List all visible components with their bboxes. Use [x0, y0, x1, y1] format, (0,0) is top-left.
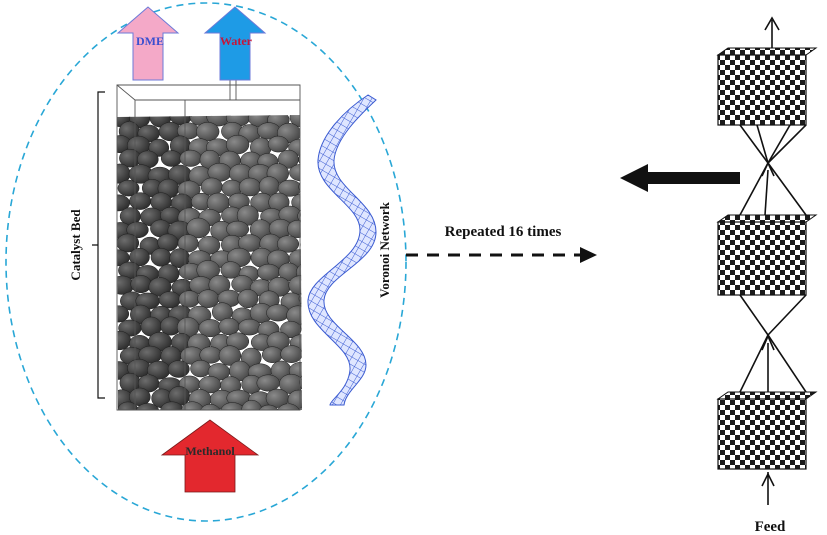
catalyst-particle	[117, 401, 139, 410]
catalyst-particle	[300, 123, 302, 143]
dme-label: DME	[136, 34, 164, 48]
catalyst-particle	[237, 289, 259, 309]
catalyst-particle	[220, 402, 245, 410]
catalyst-particle	[117, 179, 140, 197]
catalyst-particle	[261, 346, 283, 363]
methanol-inlet-arrow	[160, 419, 260, 493]
catalyst-particle	[117, 330, 132, 351]
catalyst-particle	[129, 247, 150, 267]
catalyst-particle	[298, 149, 302, 170]
catalyst-particle	[298, 178, 302, 196]
catalyst-particle	[190, 359, 211, 378]
catalyst-particle	[276, 235, 300, 253]
catalyst-particle	[276, 403, 301, 410]
catalyst-particles	[117, 115, 302, 410]
catalyst-bed-bracket	[92, 91, 105, 399]
catalyst-particle	[267, 135, 289, 153]
water-outlet-arrow	[203, 6, 267, 81]
catalyst-particle	[199, 403, 221, 410]
catalyst-particle	[126, 221, 149, 239]
catalyst-particle	[258, 404, 280, 410]
catalyst-particle	[135, 403, 160, 410]
repeat-label: Repeated 16 times	[445, 224, 562, 240]
catalyst-particle	[300, 317, 302, 335]
catalyst-particle	[169, 115, 193, 126]
catalyst-particle	[298, 289, 302, 308]
domain-ellipse	[5, 2, 407, 522]
catalyst-particle	[297, 207, 302, 225]
catalyst-particle	[218, 345, 242, 366]
catalyst-particle	[301, 348, 302, 366]
catalyst-particle	[180, 401, 205, 410]
voronoi-helix	[307, 94, 377, 406]
catalyst-particle	[117, 233, 140, 253]
catalyst-particle	[300, 235, 302, 255]
catalyst-particle	[196, 122, 220, 142]
catalyst-particle	[167, 360, 190, 378]
catalyst-particle	[186, 217, 211, 239]
catalyst-particle	[130, 275, 152, 294]
catalyst-particle	[150, 248, 172, 267]
catalyst-bed-label: Catalyst Bed	[68, 209, 83, 281]
catalyst-particle	[287, 220, 302, 238]
catalyst-particle	[280, 320, 302, 339]
catalyst-particle	[160, 150, 183, 167]
catalyst-particle	[266, 304, 290, 322]
voronoi-label: Voronoi Network	[377, 201, 392, 297]
catalyst-particle	[297, 404, 302, 410]
feed-label: Feed	[755, 519, 786, 535]
catalyst-particle	[289, 164, 302, 182]
catalyst-particle	[238, 318, 261, 336]
catalyst-particle	[160, 401, 184, 410]
catalyst-particle	[218, 317, 240, 336]
catalyst-particle	[241, 399, 263, 410]
catalyst-particle	[178, 290, 201, 308]
reactor-block-middle	[716, 214, 818, 296]
methanol-label: Methanol	[185, 444, 235, 458]
reactor-stack	[739, 16, 807, 505]
catalyst-particle	[258, 176, 280, 196]
catalyst-particle	[117, 305, 130, 323]
catalyst-particle	[291, 193, 302, 212]
bed-wireframe	[116, 60, 301, 411]
repeat-arrowhead	[580, 247, 597, 263]
output-arrow	[620, 164, 740, 192]
catalyst-particle	[299, 372, 302, 393]
catalyst-particle	[256, 374, 280, 392]
catalyst-particle	[129, 192, 152, 210]
reactor-block-bottom	[716, 391, 818, 470]
catalyst-particle	[179, 149, 202, 167]
catalyst-particle	[280, 345, 302, 363]
reactor-block-top	[716, 47, 818, 126]
catalyst-particle	[158, 291, 181, 309]
dme-outlet-arrow	[116, 6, 180, 81]
water-label: Water	[220, 34, 253, 48]
